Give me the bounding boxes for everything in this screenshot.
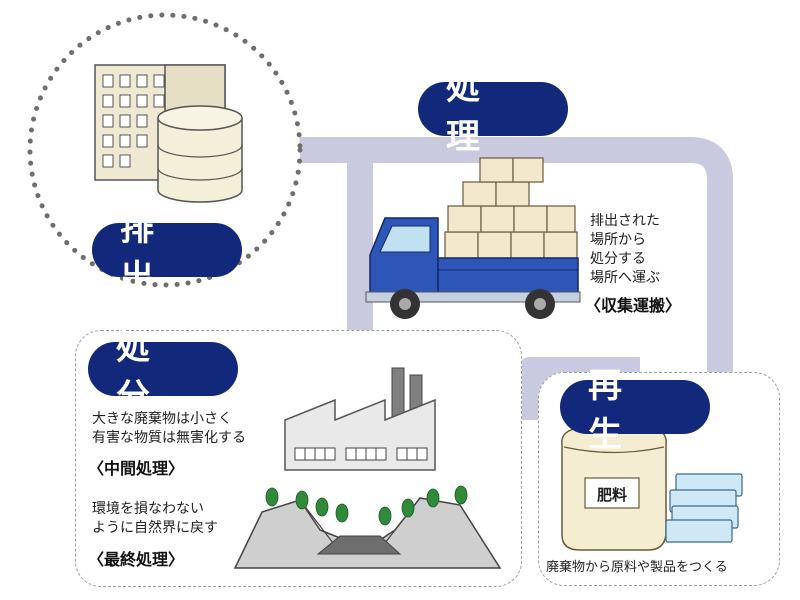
drum-icon <box>157 105 243 203</box>
fertilizer-label: 肥料 <box>596 486 627 504</box>
intermediate-description: 大きな廃棄物は小さく 有害な物質は無害化する <box>92 411 246 446</box>
collection-title: 〈収集運搬〉 <box>585 296 682 315</box>
truck-icon <box>365 157 581 319</box>
landfill-icon <box>233 485 502 569</box>
stage-label-shobun: 処 分 <box>88 328 238 417</box>
final-description: 環境を損なわない ように自然界に戻す <box>92 501 218 536</box>
intermediate-title: 〈中間処理〉 <box>88 459 185 478</box>
factory-icon <box>284 367 436 471</box>
fertilizer-bag-icon <box>561 427 667 551</box>
product-sheets-icon <box>665 473 743 543</box>
final-title: 〈最終処理〉 <box>88 550 185 569</box>
stage-label-haishutsu: 排 出 <box>92 209 242 298</box>
flow-path <box>285 137 733 420</box>
stage-label-saisei: 再 生 <box>560 366 710 455</box>
stage-label-shori: 処 理 <box>418 68 568 157</box>
recycle-description: 廃棄物から原料や製品をつくる <box>546 560 728 575</box>
tree-icons <box>265 485 468 526</box>
collection-description: 排出された 場所から 処分する 場所へ運ぶ <box>590 213 660 286</box>
